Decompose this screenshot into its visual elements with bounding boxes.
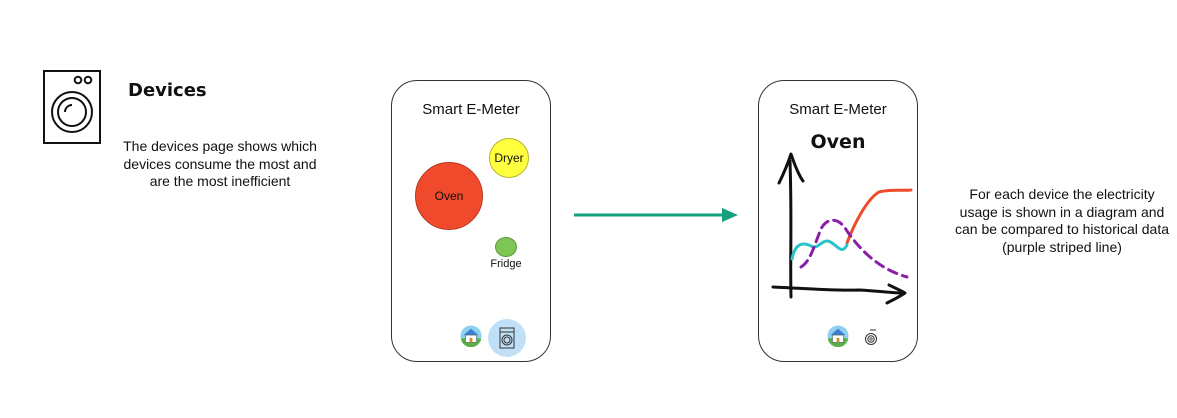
washing-machine-icon <box>43 70 101 144</box>
devices-description: The devices page shows which devices con… <box>123 138 317 189</box>
device-bubble-dryer[interactable]: Dryer <box>489 138 529 178</box>
current-usage-line <box>845 188 913 245</box>
transition-arrow <box>574 208 738 222</box>
device-bubble-label: Dryer <box>494 151 524 165</box>
historical-usage-line <box>799 218 909 279</box>
usage-diagram <box>771 152 913 305</box>
device-bubble-fridge[interactable] <box>495 237 517 257</box>
washing-machine-icon[interactable] <box>864 329 878 347</box>
device-bubble-oven[interactable]: Oven <box>415 162 483 230</box>
diagram-description: For each device the electricity usage is… <box>954 186 1169 255</box>
app-title: Smart E-Meter <box>789 101 887 118</box>
usage-line <box>790 239 849 261</box>
device-bubble-label: Fridge <box>490 258 522 270</box>
nav-devices-active[interactable] <box>488 319 526 357</box>
phone-mockup-device-detail: Smart E-Meter Oven <box>758 80 918 362</box>
washing-machine-icon <box>499 327 515 349</box>
device-bubble-label: Oven <box>434 189 464 203</box>
x-axis <box>771 283 907 305</box>
y-axis <box>777 152 805 299</box>
app-title: Smart E-Meter <box>422 101 520 118</box>
home-icon[interactable] <box>460 325 482 347</box>
phone-mockup-devices: Smart E-Meter Oven Dryer Fridge <box>391 80 551 362</box>
devices-title: Devices <box>128 80 207 101</box>
device-heading: Oven <box>810 131 866 153</box>
home-icon[interactable] <box>827 325 849 347</box>
